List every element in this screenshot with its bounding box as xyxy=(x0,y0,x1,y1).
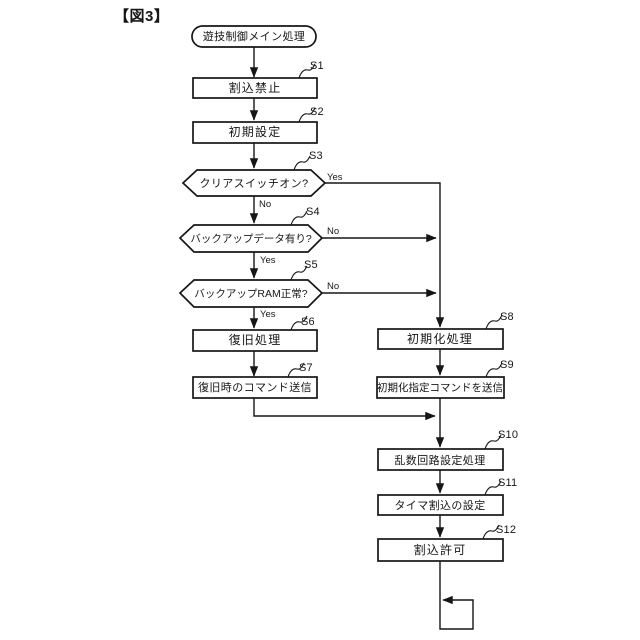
node-s7: 復旧時のコマンド送信 S7 xyxy=(192,362,318,399)
s11-step-id: S11 xyxy=(498,477,517,489)
start-terminator-shape xyxy=(191,25,317,48)
s9-step-id: S9 xyxy=(500,359,514,371)
s2-label: 初期設定 xyxy=(229,124,282,139)
node-s6: 復旧処理 S6 xyxy=(192,315,318,352)
node-s5: バックアップRAM正常? S5 No Yes xyxy=(178,259,339,320)
s12-label: 割込許可 xyxy=(414,542,467,557)
s9-process-shape xyxy=(376,376,505,399)
s3-leader-line xyxy=(293,155,311,171)
s5-label: バックアップRAM正常? xyxy=(194,287,307,300)
edge-s3-yes-to-s8 xyxy=(325,182,445,328)
s7-leader-line xyxy=(287,362,305,378)
s10-leader-line xyxy=(484,434,502,450)
s12-process-shape xyxy=(377,538,504,562)
s4-leader-line xyxy=(290,210,308,226)
s4-no-branch-label: No xyxy=(327,226,339,237)
node-start: 遊技制御メイン処理 xyxy=(191,25,317,48)
s8-step-id: S8 xyxy=(500,311,514,323)
s3-label: クリアスイッチオン? xyxy=(199,177,308,190)
s2-process-shape xyxy=(192,121,318,144)
s12-step-id: S12 xyxy=(496,524,516,536)
node-s11: タイマ割込の設定 S11 xyxy=(377,477,517,516)
s1-leader-line xyxy=(298,63,316,79)
s12-leader-line xyxy=(482,524,500,540)
node-s12: 割込許可 S12 xyxy=(377,524,516,562)
s10-process-shape xyxy=(377,448,504,471)
s4-yes-branch-label: Yes xyxy=(260,255,276,266)
s6-label: 復旧処理 xyxy=(229,332,282,347)
s10-step-id: S10 xyxy=(498,429,518,441)
node-s9: 初期化指定コマンドを送信 S9 xyxy=(376,359,514,399)
s1-label: 割込禁止 xyxy=(229,80,282,95)
node-s10: 乱数回路設定処理 S10 xyxy=(377,429,518,471)
s3-no-branch-label: No xyxy=(259,199,271,210)
s2-step-id: S2 xyxy=(310,106,324,118)
s6-step-id: S6 xyxy=(301,316,315,328)
figure-title: 【図3】 xyxy=(114,7,169,25)
s8-label: 初期化処理 xyxy=(407,332,473,346)
s5-yes-branch-label: Yes xyxy=(260,309,276,320)
s9-leader-line xyxy=(485,362,503,378)
s7-step-id: S7 xyxy=(299,362,313,374)
s1-process-shape xyxy=(192,77,318,99)
s7-process-shape xyxy=(192,376,318,399)
s4-step-id: S4 xyxy=(306,206,320,218)
edge-s12-loop-back xyxy=(439,561,474,630)
s8-process-shape xyxy=(377,328,504,350)
start-label: 遊技制御メイン処理 xyxy=(203,29,306,43)
s5-step-id: S5 xyxy=(304,259,318,271)
node-s8: 初期化処理 S8 xyxy=(377,311,514,350)
s4-label: バックアップデータ有り? xyxy=(190,232,311,245)
s7-label: 復旧時のコマンド送信 xyxy=(198,380,312,394)
node-s2: 初期設定 S2 xyxy=(192,106,324,144)
s11-process-shape xyxy=(377,494,504,516)
s8-leader-line xyxy=(485,314,503,330)
s6-leader-line xyxy=(290,315,308,331)
s5-leader-line xyxy=(290,265,308,281)
edge-s7-to-merge xyxy=(253,398,436,421)
s3-yes-branch-label: Yes xyxy=(327,172,343,183)
node-s1: 割込禁止 S1 xyxy=(192,60,324,99)
s10-label: 乱数回路設定処理 xyxy=(394,453,485,467)
s3-decision-shape xyxy=(181,169,327,197)
s3-step-id: S3 xyxy=(309,150,323,162)
s1-step-id: S1 xyxy=(310,60,324,72)
s4-decision-shape xyxy=(178,224,324,253)
s6-process-shape xyxy=(192,329,318,352)
s5-no-branch-label: No xyxy=(327,281,339,292)
s11-label: タイマ割込の設定 xyxy=(394,498,485,512)
node-s4: バックアップデータ有り? S4 No Yes xyxy=(178,206,339,266)
s5-decision-shape xyxy=(178,279,324,308)
s11-leader-line xyxy=(484,480,502,496)
s2-leader-line xyxy=(298,107,316,123)
s9-label: 初期化指定コマンドを送信 xyxy=(377,381,503,394)
node-s3: クリアスイッチオン? S3 Yes No xyxy=(181,150,343,210)
